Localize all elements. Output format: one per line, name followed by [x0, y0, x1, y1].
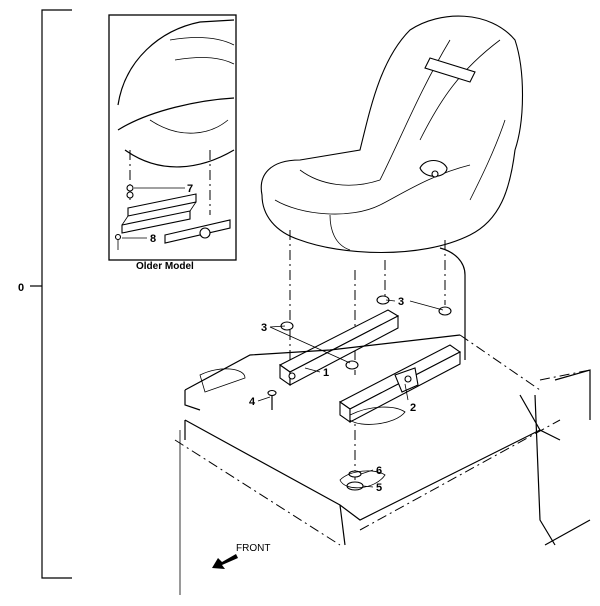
seat-rail-1 — [278, 309, 400, 387]
callout-8: 8 — [150, 233, 156, 245]
seat-rail-2 — [338, 344, 462, 424]
callout-leaders — [257, 299, 444, 488]
callout-3-right: 3 — [398, 296, 404, 308]
callout-6: 6 — [376, 465, 382, 477]
alignment-lines — [289, 230, 446, 480]
callout-5: 5 — [376, 482, 382, 494]
mower-deck — [174, 334, 591, 595]
older-model-inset — [108, 14, 237, 261]
front-arrow-icon — [212, 554, 238, 569]
group-label: 0 — [18, 282, 24, 294]
front-label: FRONT — [236, 543, 270, 554]
assembly-bracket — [30, 9, 72, 579]
spacers — [280, 295, 452, 370]
bolt — [267, 389, 277, 410]
seat — [260, 15, 523, 360]
inset-caption: Older Model — [136, 261, 194, 272]
callout-3-left: 3 — [261, 322, 267, 334]
callout-7: 7 — [187, 183, 193, 195]
callout-1: 1 — [323, 367, 329, 379]
callout-2: 2 — [410, 402, 416, 414]
callout-4: 4 — [249, 396, 256, 408]
